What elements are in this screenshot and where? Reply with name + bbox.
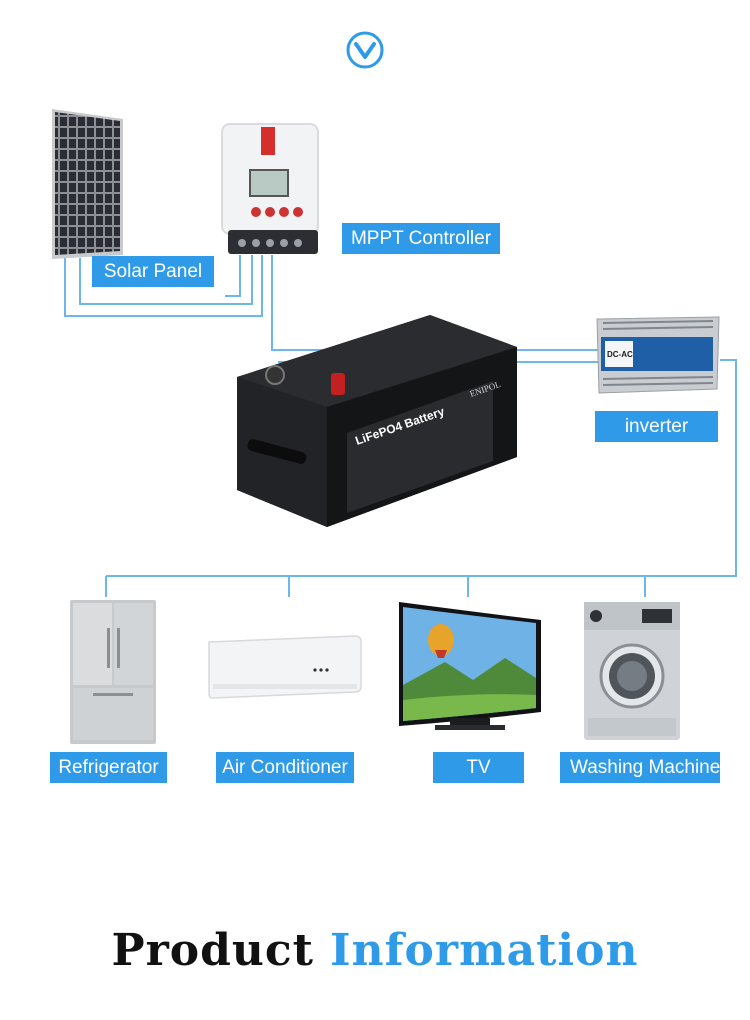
mppt-controller-image (220, 122, 322, 256)
product-information-title: Product Information (0, 925, 750, 976)
air-conditioner-label: Air Conditioner (216, 752, 354, 783)
washing-machine-label: Washing Machine (560, 752, 720, 783)
solar-panel-image (50, 105, 125, 260)
lifepo4-battery-image: LiFePO4 Battery ENIPOL (235, 305, 520, 535)
mppt-controller-label: MPPT Controller (342, 223, 500, 254)
title-part2: Information (330, 925, 639, 976)
solar-panel-label: Solar Panel (92, 256, 214, 287)
chevron-down-circle-icon (345, 30, 385, 70)
washing-machine-image (582, 600, 682, 742)
tv-image (395, 600, 545, 733)
refrigerator-label: Refrigerator (50, 752, 167, 783)
inverter-face-text: DC-AC (607, 350, 633, 359)
tv-label: TV (433, 752, 524, 783)
air-conditioner-image (205, 632, 363, 702)
title-part1: Product (111, 925, 314, 976)
inverter-label: inverter (595, 411, 718, 442)
inverter-image: DC-AC (593, 315, 723, 395)
refrigerator-image (65, 598, 160, 748)
